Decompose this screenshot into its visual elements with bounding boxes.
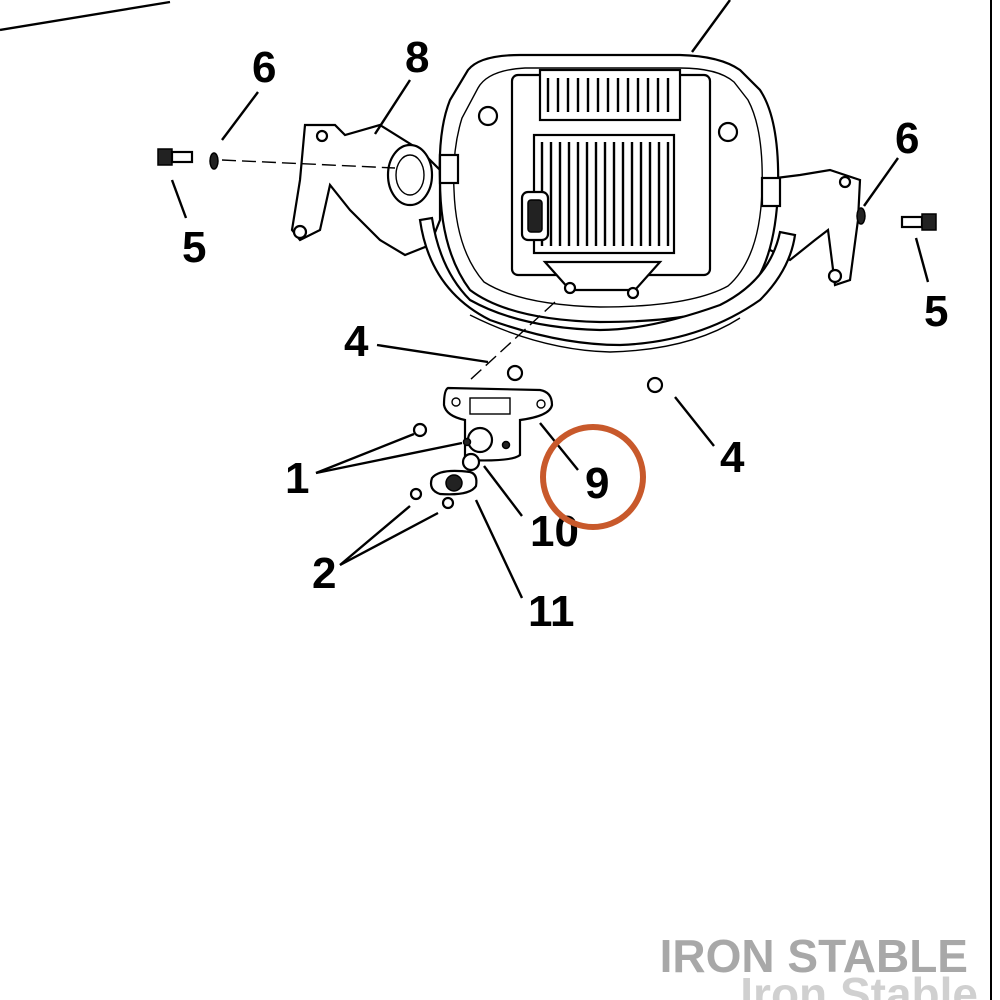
module-mount-screw-right (626, 286, 640, 300)
screw-item-2b (441, 496, 455, 510)
right-washer (856, 207, 866, 225)
callout-9: 9 (585, 459, 609, 508)
callout-2: 2 (312, 549, 336, 598)
watermark-line2: Iron Stable (740, 968, 978, 1000)
callout-5-right: 5 (924, 287, 948, 336)
top-leader (691, 0, 731, 53)
leader-6-left (221, 91, 259, 141)
leader-5-left (170, 179, 188, 219)
left-bracket-hole (292, 224, 308, 240)
screw-item-2a (409, 487, 423, 501)
callout-5-left: 5 (182, 223, 206, 272)
leader-5-right (914, 237, 930, 283)
leader-9 (539, 422, 579, 471)
leader-1a (315, 432, 415, 475)
right-bracket-hole (827, 268, 843, 284)
mounting-plate-hole-left (451, 397, 461, 407)
left-bracket-boss-inner (395, 154, 425, 196)
left-bolt (157, 148, 194, 166)
leader-2a (339, 505, 411, 566)
leader-6-right (863, 157, 899, 207)
callout-4-right: 4 (720, 433, 745, 482)
fairing-ear-right (717, 121, 739, 143)
mounting-plate (442, 386, 554, 462)
left-assembly-path (221, 159, 396, 169)
module-connector-inner (527, 199, 543, 233)
watermark-line1: IRON STABLE (660, 930, 968, 982)
leader-11 (474, 499, 524, 599)
right-bolt (900, 213, 937, 231)
callout-1: 1 (285, 454, 309, 503)
sensor-ball (461, 452, 481, 472)
fairing-lower-lip (418, 216, 797, 347)
leader-10 (483, 465, 523, 517)
mounting-plate-slot (469, 397, 511, 415)
leader-2b (339, 511, 439, 567)
left-bracket-top-hole (315, 129, 329, 143)
nut-upper-right (646, 376, 664, 394)
callout-6-left: 6 (252, 43, 276, 92)
fairing-ear-left (477, 105, 499, 127)
main-heatsink-fins (540, 142, 670, 246)
leader-4-right (674, 396, 715, 447)
upper-heatsink (538, 68, 682, 122)
leader-8 (373, 79, 412, 135)
callout-4-left: 4 (344, 317, 369, 366)
module-mount-screw-left (563, 281, 577, 295)
screw-item-1 (412, 422, 428, 438)
callout-10: 10 (530, 507, 579, 556)
mounting-plate-hole-right (536, 399, 546, 409)
left-bracket-boss (386, 143, 434, 207)
left-clip (438, 153, 460, 185)
sensor-screw-right (501, 440, 511, 450)
gasket-center (445, 474, 463, 492)
nut-upper-center (506, 364, 524, 382)
leader-4-left (376, 343, 489, 364)
callout-11: 11 (528, 587, 575, 636)
top-left-leader (0, 0, 171, 32)
right-bracket-top-hole (838, 175, 852, 189)
callout-6-right: 6 (895, 114, 919, 163)
right-clip (760, 176, 782, 208)
sensor-body (466, 426, 494, 454)
sensor-screw-left (462, 437, 472, 447)
fairing-bracket-assembly (290, 53, 862, 353)
callout-8: 8 (405, 33, 429, 82)
fairing-inner-rim (453, 67, 763, 308)
left-washer (209, 152, 219, 170)
highlight-circle (540, 424, 646, 530)
fairing-bottom-flange (469, 314, 741, 353)
upper-heatsink-fins (546, 78, 670, 112)
leader-1b (315, 441, 463, 475)
